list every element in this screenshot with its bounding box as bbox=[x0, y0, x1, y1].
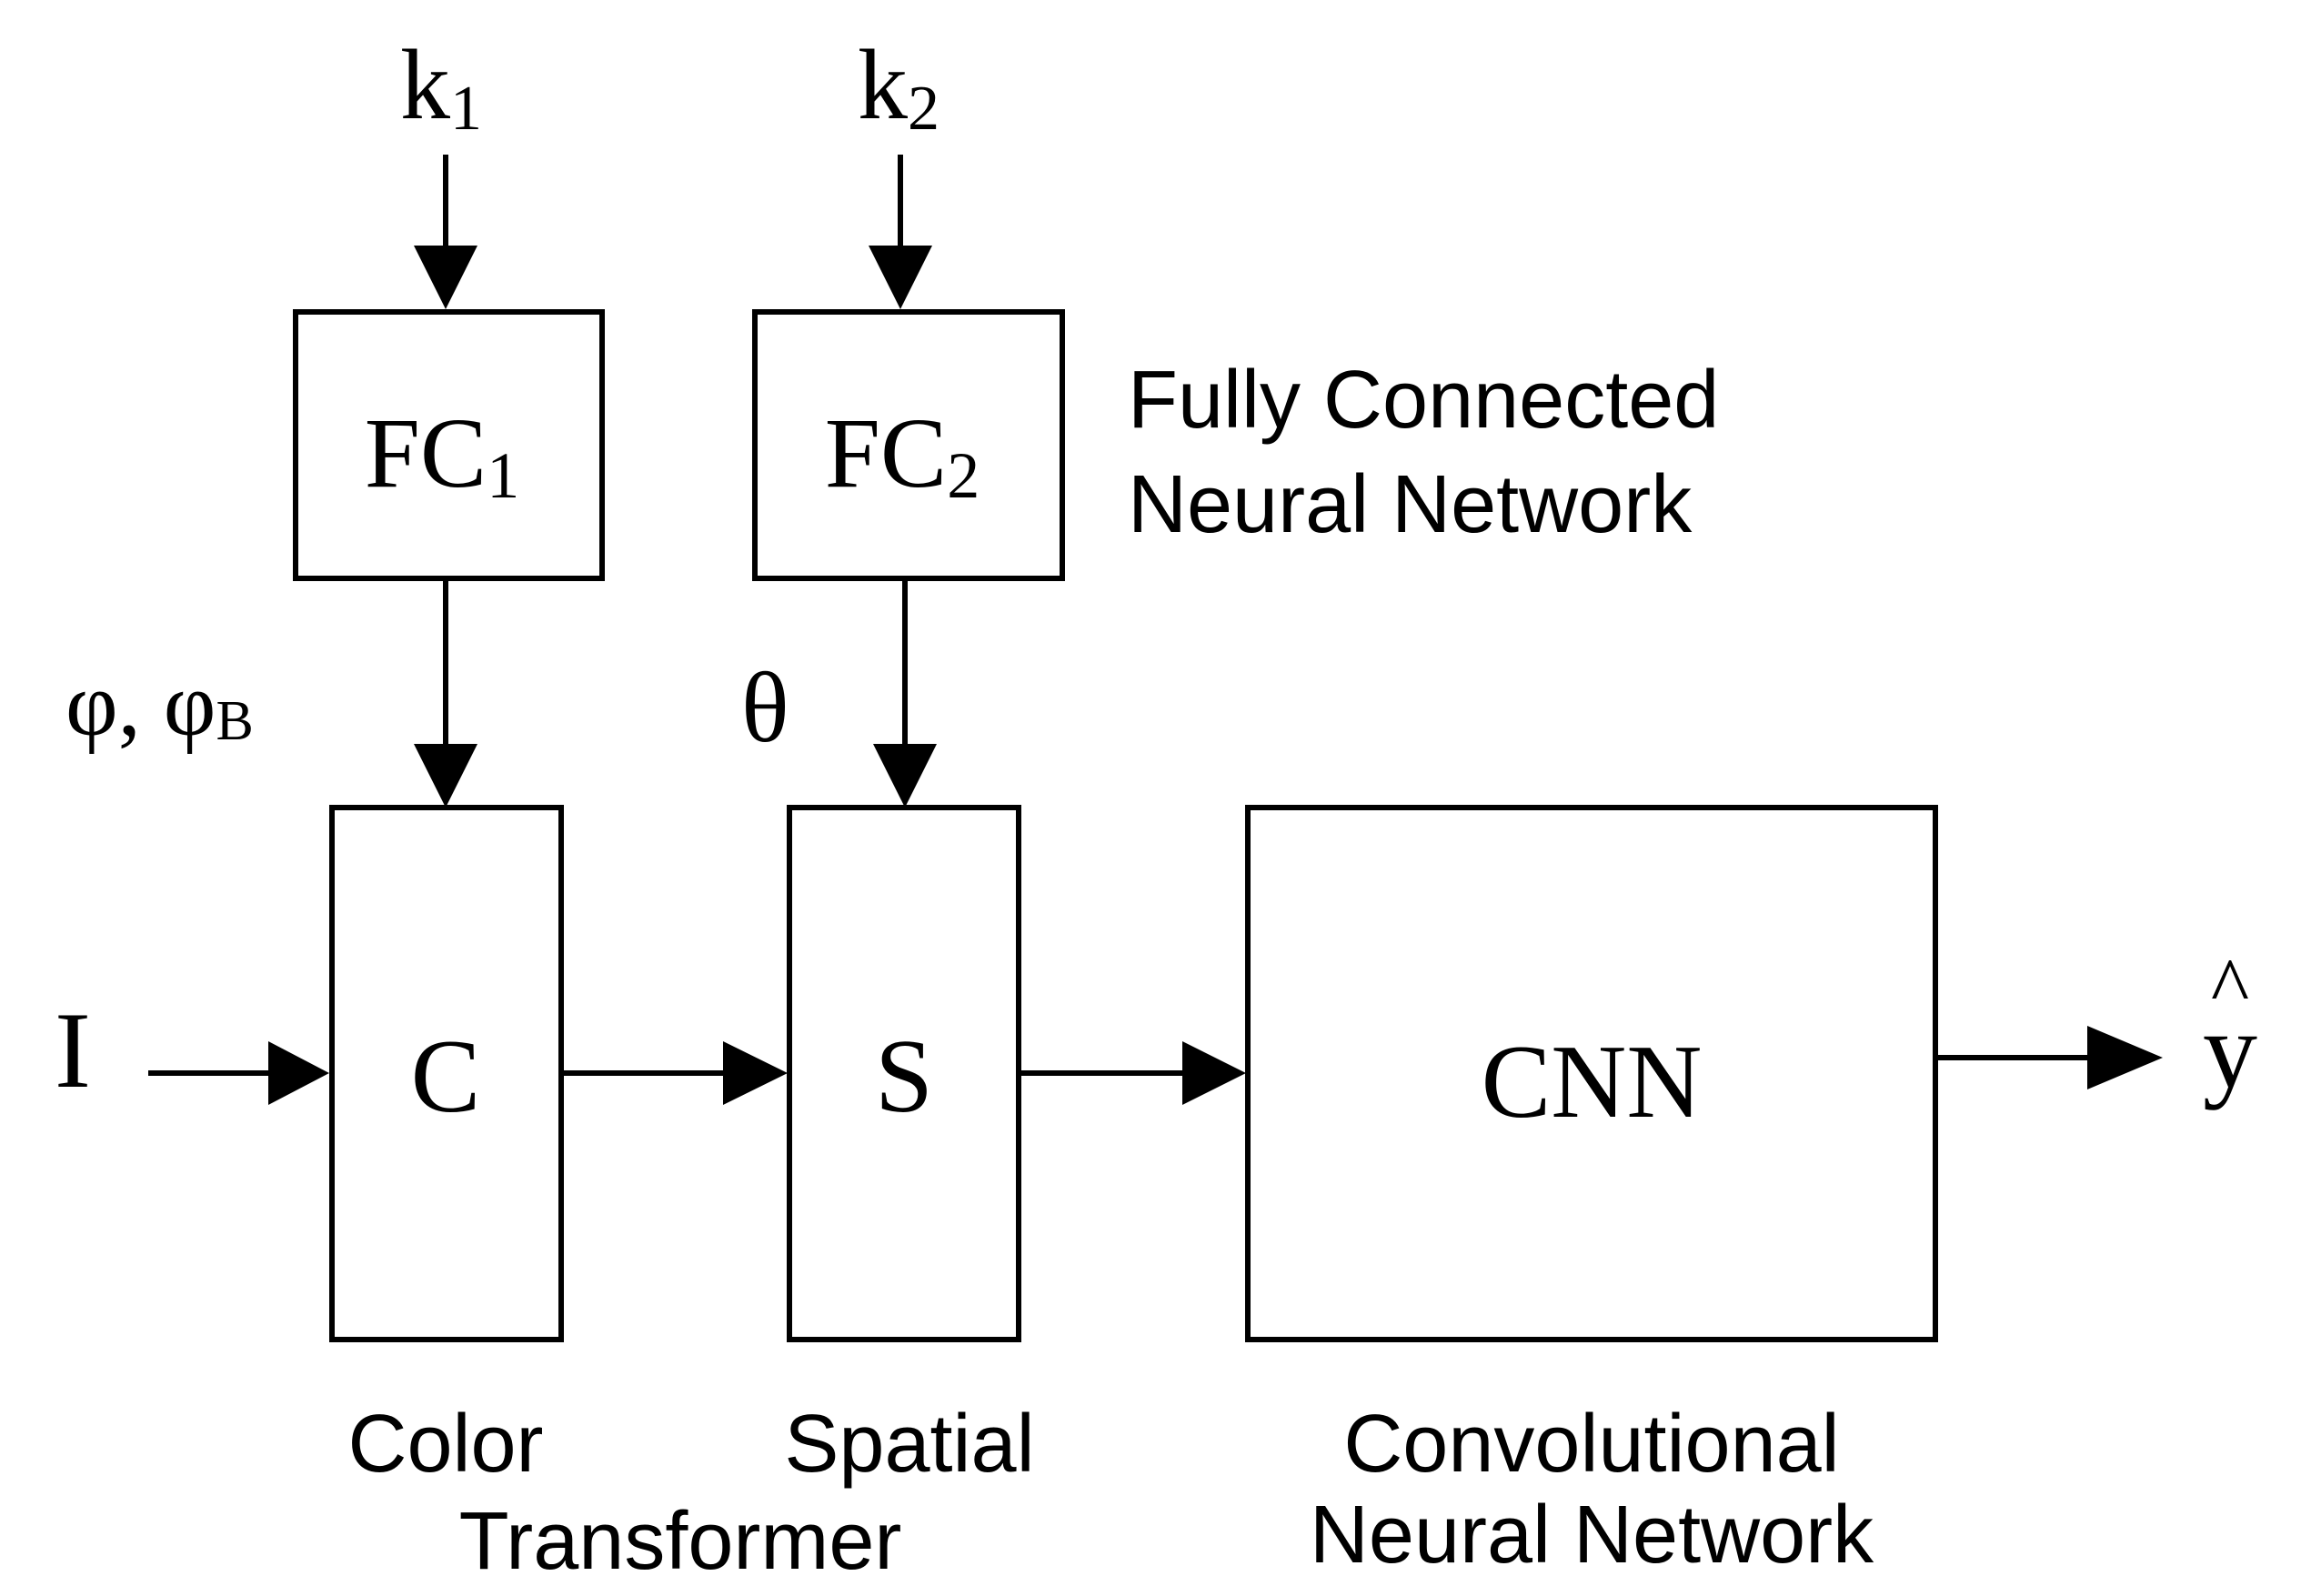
arrow-fc2-to-spatial bbox=[873, 578, 937, 808]
transformer-caption: Transformer bbox=[459, 1496, 902, 1587]
arrow-k2-to-fc2 bbox=[869, 155, 932, 309]
output-label: y bbox=[2203, 989, 2257, 1110]
arrow-input-to-color bbox=[148, 1041, 329, 1105]
color-block-label: C bbox=[411, 1019, 481, 1134]
cnn-caption-line2: Neural Network bbox=[1310, 1490, 1874, 1581]
theta-label: θ bbox=[741, 652, 789, 763]
color-caption: Color bbox=[347, 1399, 543, 1490]
fc-caption-line2: Neural Network bbox=[1128, 459, 1693, 550]
fc1-block: FC1 bbox=[293, 309, 605, 581]
spatial-block-label: S bbox=[875, 1019, 933, 1134]
spatial-caption: Spatial bbox=[784, 1399, 1034, 1490]
arrow-k1-to-fc1 bbox=[414, 155, 477, 309]
k2-label: k2 bbox=[858, 29, 939, 144]
k1-label: k1 bbox=[400, 29, 482, 144]
fc1-label: FC1 bbox=[365, 397, 520, 512]
cnn-caption-line1: Convolutional bbox=[1343, 1399, 1839, 1490]
arrow-cnn-to-output bbox=[1935, 1026, 2163, 1089]
spatial-transformer-block: S bbox=[787, 805, 1021, 1342]
phi-label: φ, φB bbox=[65, 654, 254, 755]
color-transformer-block: C bbox=[329, 805, 564, 1342]
cnn-block: CNN bbox=[1245, 805, 1938, 1342]
arrow-color-to-spatial bbox=[561, 1041, 788, 1105]
fc2-label: FC2 bbox=[825, 397, 980, 512]
arrow-spatial-to-cnn bbox=[1019, 1041, 1246, 1105]
input-image-label: I bbox=[55, 989, 91, 1110]
output-hat: ^ bbox=[2211, 942, 2249, 1032]
arrow-fc1-to-color bbox=[414, 578, 477, 808]
fc2-block: FC2 bbox=[752, 309, 1065, 581]
fc-caption-line1: Fully Connected bbox=[1128, 355, 1719, 446]
cnn-block-label: CNN bbox=[1482, 1024, 1703, 1139]
